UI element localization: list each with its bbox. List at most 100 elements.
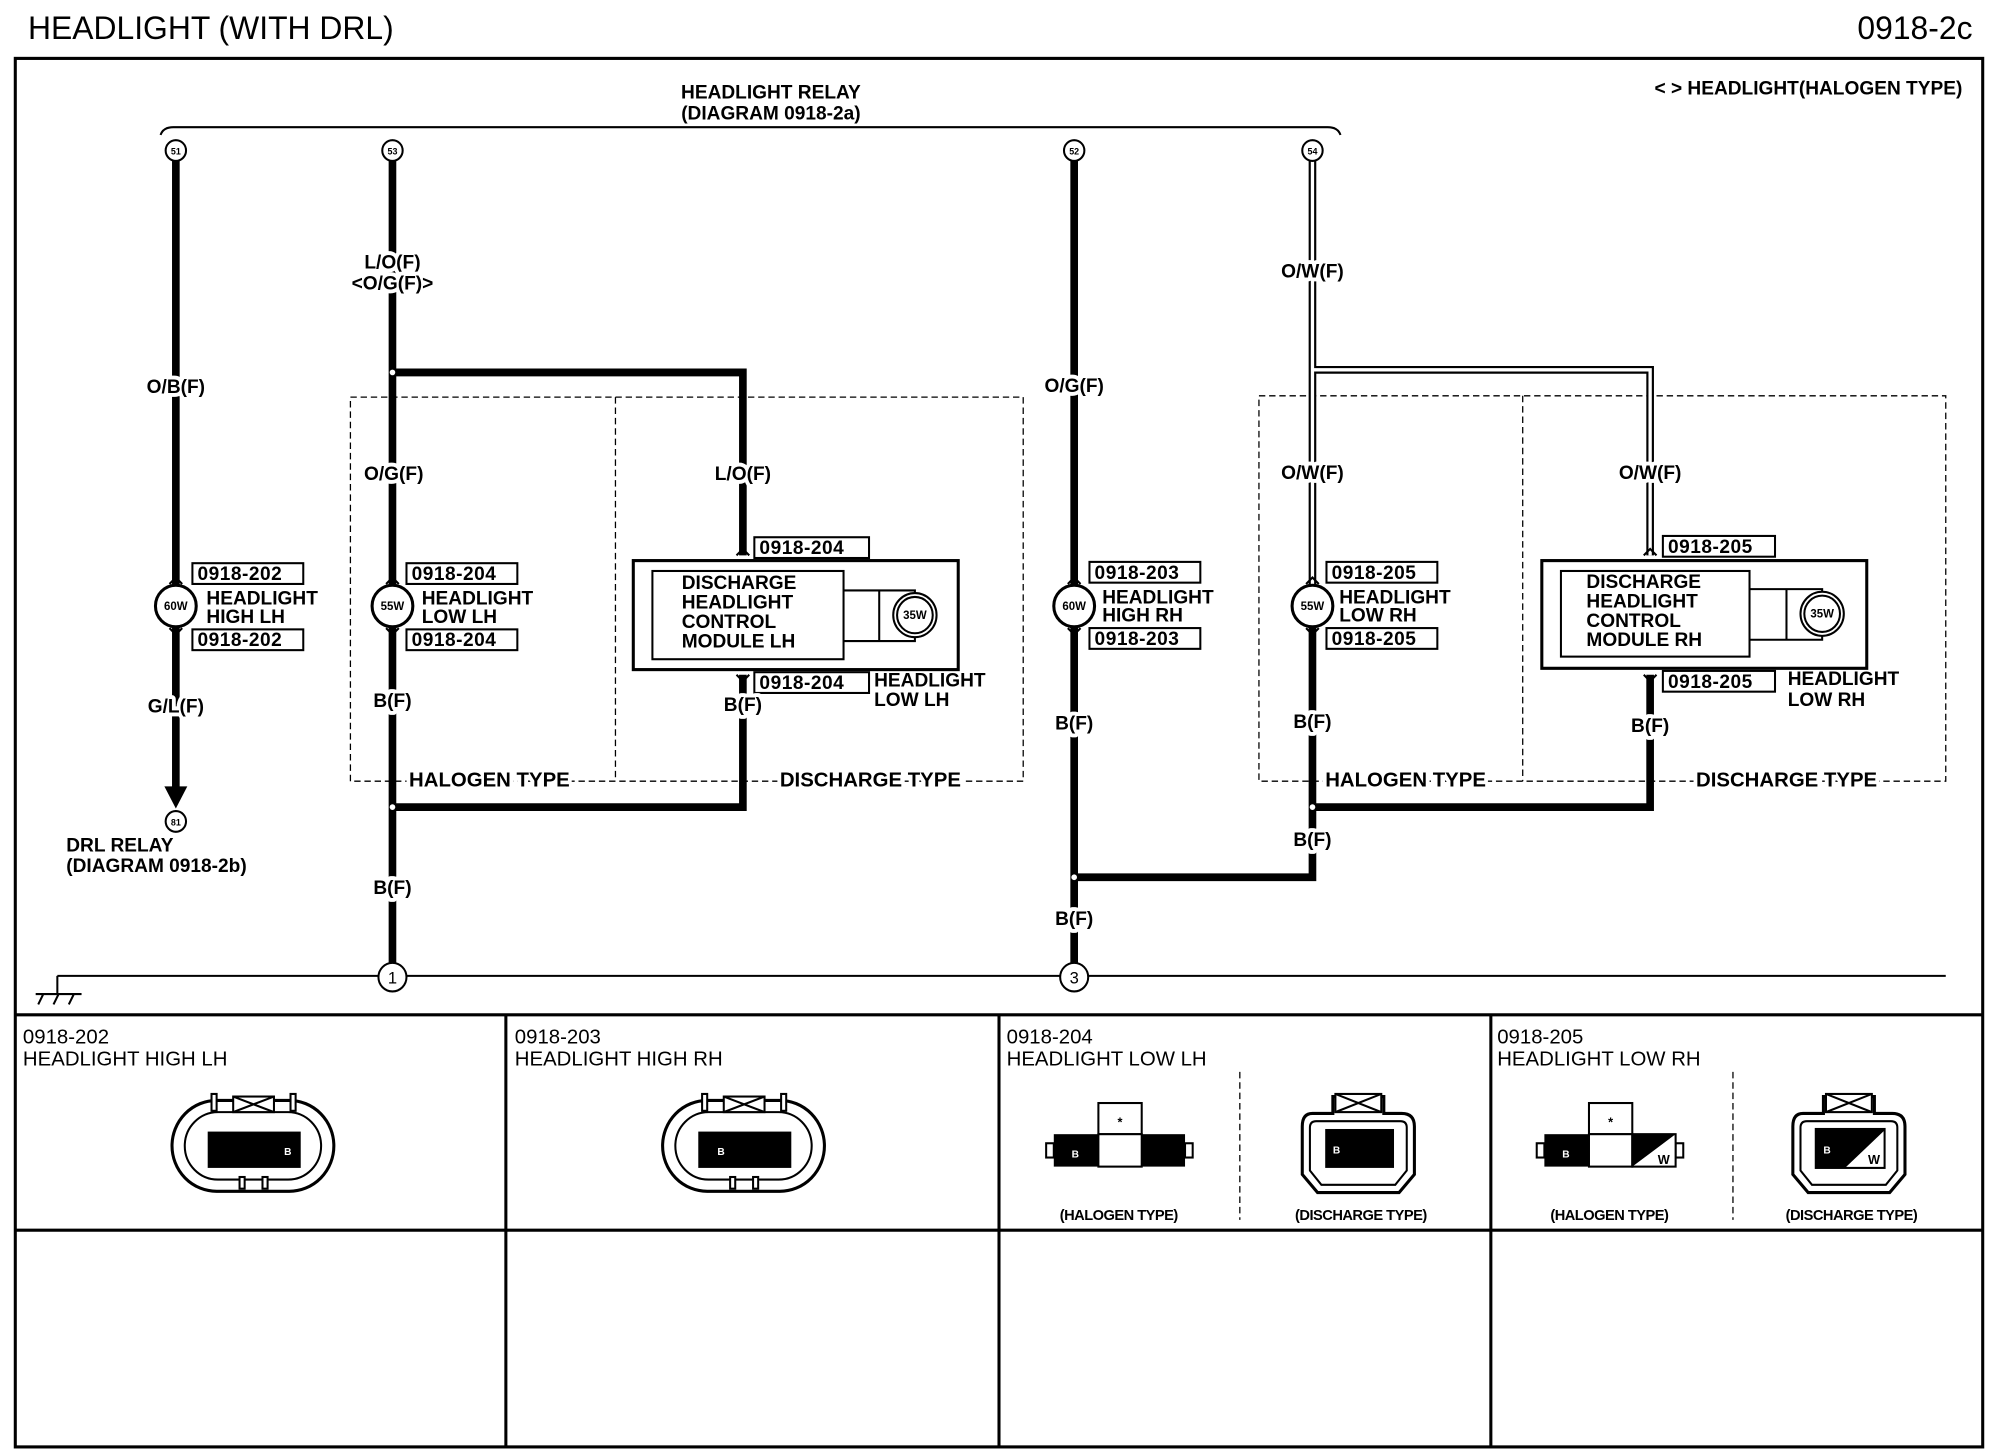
connector-ref: 0918-204 [412, 630, 497, 651]
wire-label: B(F) [1631, 716, 1669, 737]
connector-cell-0918-204: 0918-204 HEADLIGHT LOW LH * B (HALOGEN T… [1007, 1025, 1428, 1224]
terminal-51: 51 [164, 139, 188, 162]
ground-point-3: 3 [1059, 961, 1090, 993]
connector-cell-0918-205: 0918-205 HEADLIGHT LOW RH * B W (HALOGEN… [1497, 1025, 1918, 1224]
connector-face-discharge: B W (DISCHARGE TYPE) [1786, 1092, 1918, 1224]
wire-54-low-rh [1308, 160, 1654, 586]
connector-name: HEADLIGHT HIGH RH [515, 1047, 723, 1070]
connector-mark-icon [168, 547, 1658, 683]
section-box-rh [1258, 395, 1947, 782]
wire-label: O/W(F) [1619, 463, 1682, 484]
page-code: 0918-2c [1857, 10, 1972, 46]
ground-point-1: 1 [377, 961, 408, 993]
terminal-81: 81 [164, 810, 188, 833]
module-name: LOW LH [874, 690, 949, 711]
ground-symbol-icon [35, 975, 82, 1005]
lamp-name: HIGH RH [1102, 605, 1183, 626]
connector-mark: * [1118, 1114, 1123, 1129]
pin-label: B [1823, 1146, 1830, 1157]
terminal-52: 52 [1062, 139, 1086, 162]
wire-label: O/W(F) [1281, 262, 1344, 283]
pin-label: W [1868, 1152, 1881, 1167]
discharge-module-rh: DISCHARGE HEADLIGHT CONTROL MODULE RH 35… [1540, 534, 1900, 711]
headlight-relay: HEADLIGHT RELAY (DIAGRAM 0918-2a) [159, 82, 1342, 136]
wire-labels: O/B(F) G/L(F) L/O(F) <O/G(F)> O/G(F) L/O… [143, 249, 1685, 935]
terminal-52-label: 52 [1069, 146, 1079, 156]
bulb-icon [1052, 583, 1097, 629]
module-label: MODULE LH [682, 631, 796, 652]
lamp-name: HEADLIGHT [422, 589, 534, 610]
bulb-icon [892, 592, 938, 639]
wire-label: B(F) [1293, 830, 1331, 851]
lamp-name: HEADLIGHT [206, 589, 318, 610]
pin-label: B [1333, 1146, 1340, 1157]
wire-label: B(F) [724, 695, 762, 716]
module-label: CONTROL [1586, 611, 1681, 632]
lamp-name: LOW RH [1339, 605, 1416, 626]
connector-caption: (DISCHARGE TYPE) [1295, 1208, 1427, 1224]
connector-ref: 0918-204 [412, 564, 497, 585]
connector-name: HEADLIGHT LOW LH [1007, 1047, 1207, 1070]
page-title: HEADLIGHT (WITH DRL) [28, 10, 394, 46]
wire-label: B(F) [373, 878, 411, 899]
pin-label: B [1562, 1149, 1569, 1160]
terminal-54: 54 [1301, 139, 1324, 162]
connector-ref: 0918-203 [1095, 629, 1180, 650]
junction-dot [389, 804, 396, 811]
connector-code: 0918-205 [1497, 1025, 1583, 1048]
terminal-81-label: 81 [171, 817, 181, 827]
lamp-name: HIGH LH [206, 607, 285, 628]
bulb-icon [153, 583, 198, 629]
ground-bus [35, 974, 1946, 1005]
module-label: HEADLIGHT [682, 592, 794, 613]
connector-ref: 0918-205 [1332, 629, 1417, 650]
ground-point-3-label: 3 [1070, 969, 1079, 988]
frame [13, 56, 1985, 1449]
connector-ref: 0918-202 [198, 564, 283, 585]
connector-cell-0918-202: 0918-202 HEADLIGHT HIGH LH B [23, 1025, 336, 1193]
junction-dot [389, 369, 396, 376]
wire-52-high-rh [1070, 160, 1654, 963]
connector-ref: 0918-204 [759, 673, 844, 694]
wire-51-high-lh [164, 160, 188, 809]
arrow-down-icon [164, 786, 188, 809]
connector-face: B [661, 1092, 826, 1193]
wire-label: L/O(F) [364, 252, 420, 273]
terminal-51-label: 51 [171, 146, 181, 156]
pin-label: B [284, 1147, 291, 1158]
headlight-relay-title: HEADLIGHT RELAY [681, 82, 861, 103]
bulb-icon [1799, 590, 1845, 637]
module-name: HEADLIGHT [1788, 669, 1900, 690]
lamp-wattage: 55W [381, 601, 405, 613]
lamp-wattage: 55W [1301, 601, 1325, 613]
section-label-discharge-lh: DISCHARGE TYPE [780, 768, 961, 791]
headlight-relay-ref: (DIAGRAM 0918-2a) [681, 103, 860, 124]
lamp-high-rh: 60W 0918-203 HEADLIGHT HIGH RH 0918-203 [1052, 560, 1214, 650]
connector-ref: 0918-203 [1095, 563, 1180, 584]
bulb-icon [370, 583, 415, 629]
ground-point-1-label: 1 [388, 969, 397, 988]
wire-label: B(F) [1055, 713, 1093, 734]
section-label-halogen-lh: HALOGEN TYPE [409, 768, 570, 791]
wire-label: O/B(F) [147, 377, 205, 398]
lamp-name: HEADLIGHT [1339, 587, 1451, 608]
section-label-halogen-rh: HALOGEN TYPE [1325, 768, 1486, 791]
wire-label: L/O(F) [715, 464, 771, 485]
module-label: CONTROL [682, 612, 777, 633]
section-box-lh [349, 396, 1024, 782]
wire-label: B(F) [373, 691, 411, 712]
lamp-low-lh: 55W 0918-204 HEADLIGHT LOW LH 0918-204 [370, 562, 534, 651]
connector-caption: (DISCHARGE TYPE) [1786, 1208, 1918, 1224]
section-label-discharge-rh: DISCHARGE TYPE [1696, 768, 1877, 791]
connector-code: 0918-203 [515, 1025, 601, 1048]
connector-face-discharge: B (DISCHARGE TYPE) [1295, 1092, 1428, 1224]
module-label: DISCHARGE [682, 573, 797, 594]
discharge-module-lh: DISCHARGE HEADLIGHT CONTROL MODULE LH 35… [631, 536, 986, 711]
module-label: MODULE RH [1586, 630, 1702, 651]
connector-caption: (HALOGEN TYPE) [1550, 1208, 1669, 1224]
bulb-icon [1290, 583, 1335, 629]
drl-relay-title: DRL RELAY [66, 835, 173, 856]
wire-label: B(F) [1293, 712, 1331, 733]
connector-face-halogen: * B W (HALOGEN TYPE) [1535, 1101, 1685, 1224]
